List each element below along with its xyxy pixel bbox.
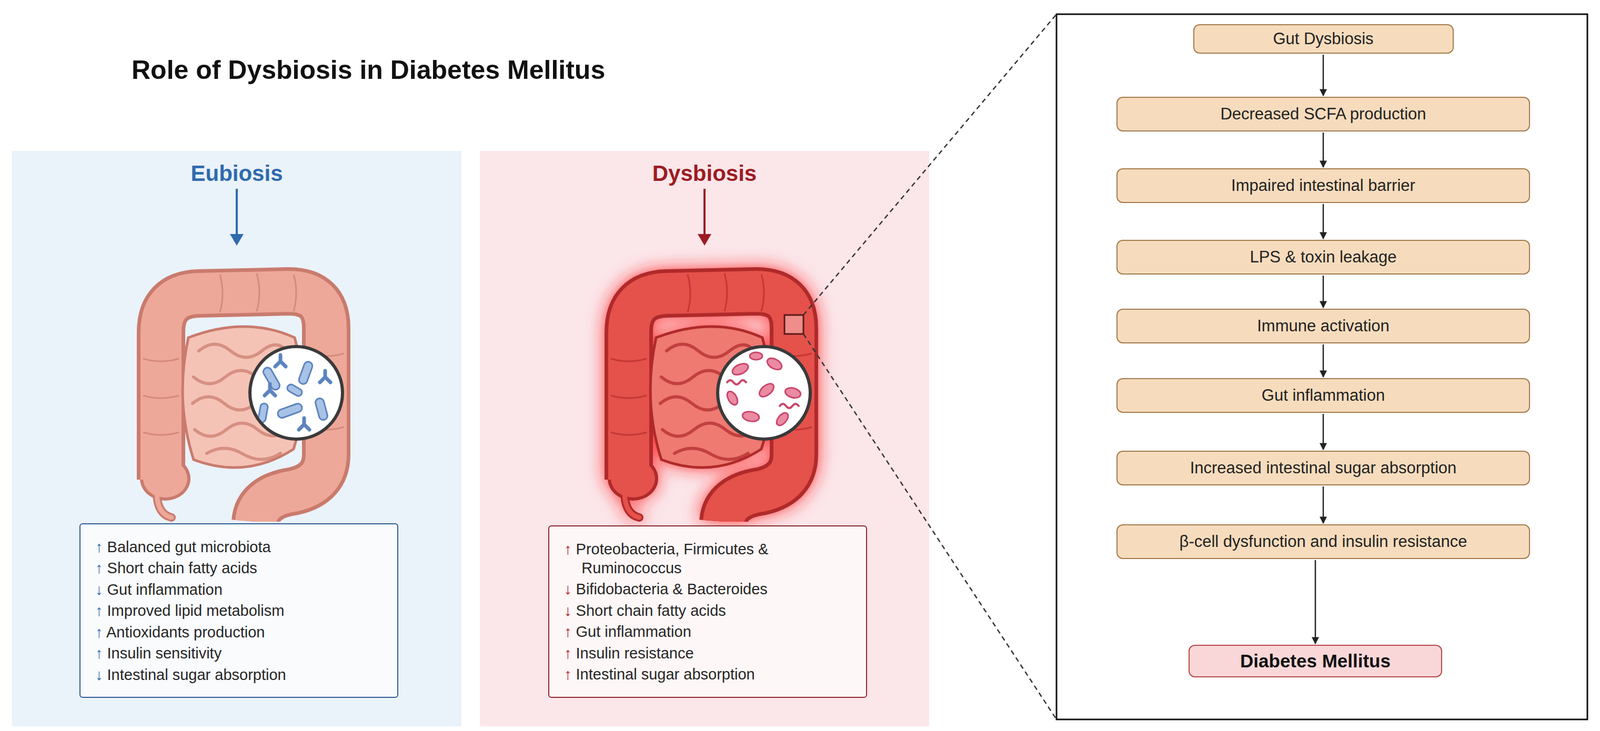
list-item: ↓ Short chain fatty acids xyxy=(564,601,852,621)
box-label: Diabetes Mellitus xyxy=(1240,650,1391,672)
process-box: Immune activation xyxy=(1116,308,1531,344)
colon-healthy xyxy=(139,273,345,522)
panel-heading: Dysbiosis xyxy=(479,151,930,187)
box-label: Gut inflammation xyxy=(1261,386,1385,406)
box-label: Immune activation xyxy=(1256,316,1390,336)
down-arrow xyxy=(229,188,244,246)
flow-arrow xyxy=(1322,344,1325,378)
list-item: ↑ Proteobacteria, Firmicutes & Ruminococ… xyxy=(564,539,852,578)
colon-inflamed xyxy=(607,273,812,522)
list-item: ↑ Intestinal sugar absorption xyxy=(564,665,852,684)
list-item: ↑ Insulin resistance xyxy=(564,643,852,663)
diagram-title: Role of Dysbiosis in Diabetes Mellitus xyxy=(131,54,606,86)
list-item: ↓ Gut inflammation xyxy=(95,580,383,600)
list-item: ↑ Improved lipid metabolism xyxy=(95,601,383,621)
box-label: β-cell dysfunction and insulin resistanc… xyxy=(1179,532,1468,552)
process-box: Decreased SCFA production xyxy=(1116,96,1531,132)
box-label: Gut Dysbiosis xyxy=(1272,29,1374,49)
list-item: ↓ Bifidobacteria & Bacteroides xyxy=(564,579,852,599)
list-item: ↑ Balanced gut microbiota xyxy=(95,537,383,557)
list-item: ↑ Antioxidants production xyxy=(95,622,383,642)
process-box: Gut Dysbiosis xyxy=(1193,24,1454,54)
dysbiosis-panel: Dysbiosis ↑ Proteobacteria, Firmicutes & … xyxy=(479,151,930,727)
flow-arrow xyxy=(1322,275,1325,308)
box-label: LPS & toxin leakage xyxy=(1249,247,1397,267)
process-box: β-cell dysfunction and insulin resistanc… xyxy=(1116,524,1531,560)
flow-arrow xyxy=(1322,486,1325,524)
panel-heading: Eubiosis xyxy=(12,151,462,187)
box-label: Impaired intestinal barrier xyxy=(1231,176,1416,196)
list-item: ↓ Intestinal sugar absorption xyxy=(95,665,383,685)
process-box: Increased intestinal sugar absorption xyxy=(1116,450,1531,486)
box-label: Increased intestinal sugar absorption xyxy=(1190,458,1457,478)
flow-arrow xyxy=(1322,132,1325,168)
effects-list: ↑ Proteobacteria, Firmicutes & Ruminococ… xyxy=(548,525,868,699)
eubiosis-panel: Eubiosis ↑ Balanced gut microbiota↑ Short… xyxy=(12,151,462,727)
list-item: ↑ Short chain fatty acids xyxy=(95,558,383,578)
flow-arrow xyxy=(1322,54,1325,96)
list-item: ↑ Insulin sensitivity xyxy=(95,643,383,663)
zoom-frame xyxy=(1056,14,1588,720)
microbe-magnifier xyxy=(717,346,811,440)
process-box: Gut inflammation xyxy=(1116,378,1531,414)
effects-list: ↑ Balanced gut microbiota↑ Short chain f… xyxy=(79,523,399,699)
box-label: Decreased SCFA production xyxy=(1220,104,1426,124)
flow-arrow xyxy=(1314,560,1317,644)
flow-arrow xyxy=(1322,204,1325,239)
down-arrow xyxy=(697,188,712,246)
outcome-box: Diabetes Mellitus xyxy=(1188,645,1443,678)
list-item: ↑ Gut inflammation xyxy=(564,622,852,642)
process-box: LPS & toxin leakage xyxy=(1116,239,1531,275)
process-box: Impaired intestinal barrier xyxy=(1116,168,1531,204)
microbe-magnifier xyxy=(249,346,343,440)
flow-arrow xyxy=(1322,414,1325,450)
